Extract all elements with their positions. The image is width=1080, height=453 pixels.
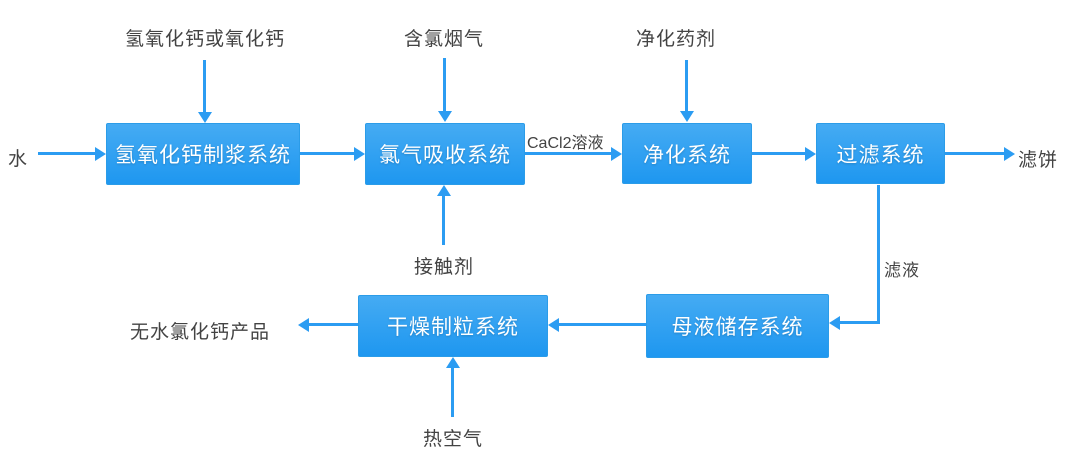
label-flue-gas-input: 含氯烟气 <box>403 29 485 50</box>
label-water-input: 水 <box>8 149 29 170</box>
box-slurry-system-label: 氢氧化钙制浆系统 <box>115 144 291 167</box>
box-mother-liquor-storage-system: 母液储存系统 <box>646 294 829 358</box>
label-hot-air-input: 热空气 <box>422 429 484 450</box>
box-purification-system: 净化系统 <box>622 123 752 184</box>
box-mother-liquor-storage-system-label: 母液储存系统 <box>671 316 804 339</box>
box-drying-granulation-system-label: 干燥制粒系统 <box>387 316 519 339</box>
label-filtrate-stream: 滤液 <box>884 261 920 280</box>
label-filter-cake-output: 滤饼 <box>1018 150 1059 171</box>
box-drying-granulation-system: 干燥制粒系统 <box>358 295 548 357</box>
label-cacl2-solution-stream: CaCl2溶液 <box>527 135 604 152</box>
label-contact-agent-input: 接触剂 <box>413 257 475 278</box>
box-chlorine-absorption-system: 氯气吸收系统 <box>365 123 525 185</box>
box-slurry-system: 氢氧化钙制浆系统 <box>106 123 300 185</box>
box-filtration-system-label: 过滤系统 <box>836 143 925 167</box>
box-purification-system-label: 净化系统 <box>643 143 731 167</box>
box-chlorine-absorption-system-label: 氯气吸收系统 <box>379 144 511 167</box>
label-purifying-agent-input: 净化药剂 <box>635 29 717 50</box>
box-filtration-system: 过滤系统 <box>816 123 945 184</box>
label-anhydrous-product-output: 无水氯化钙产品 <box>129 322 271 343</box>
label-lime-input: 氢氧化钙或氧化钙 <box>124 29 286 50</box>
